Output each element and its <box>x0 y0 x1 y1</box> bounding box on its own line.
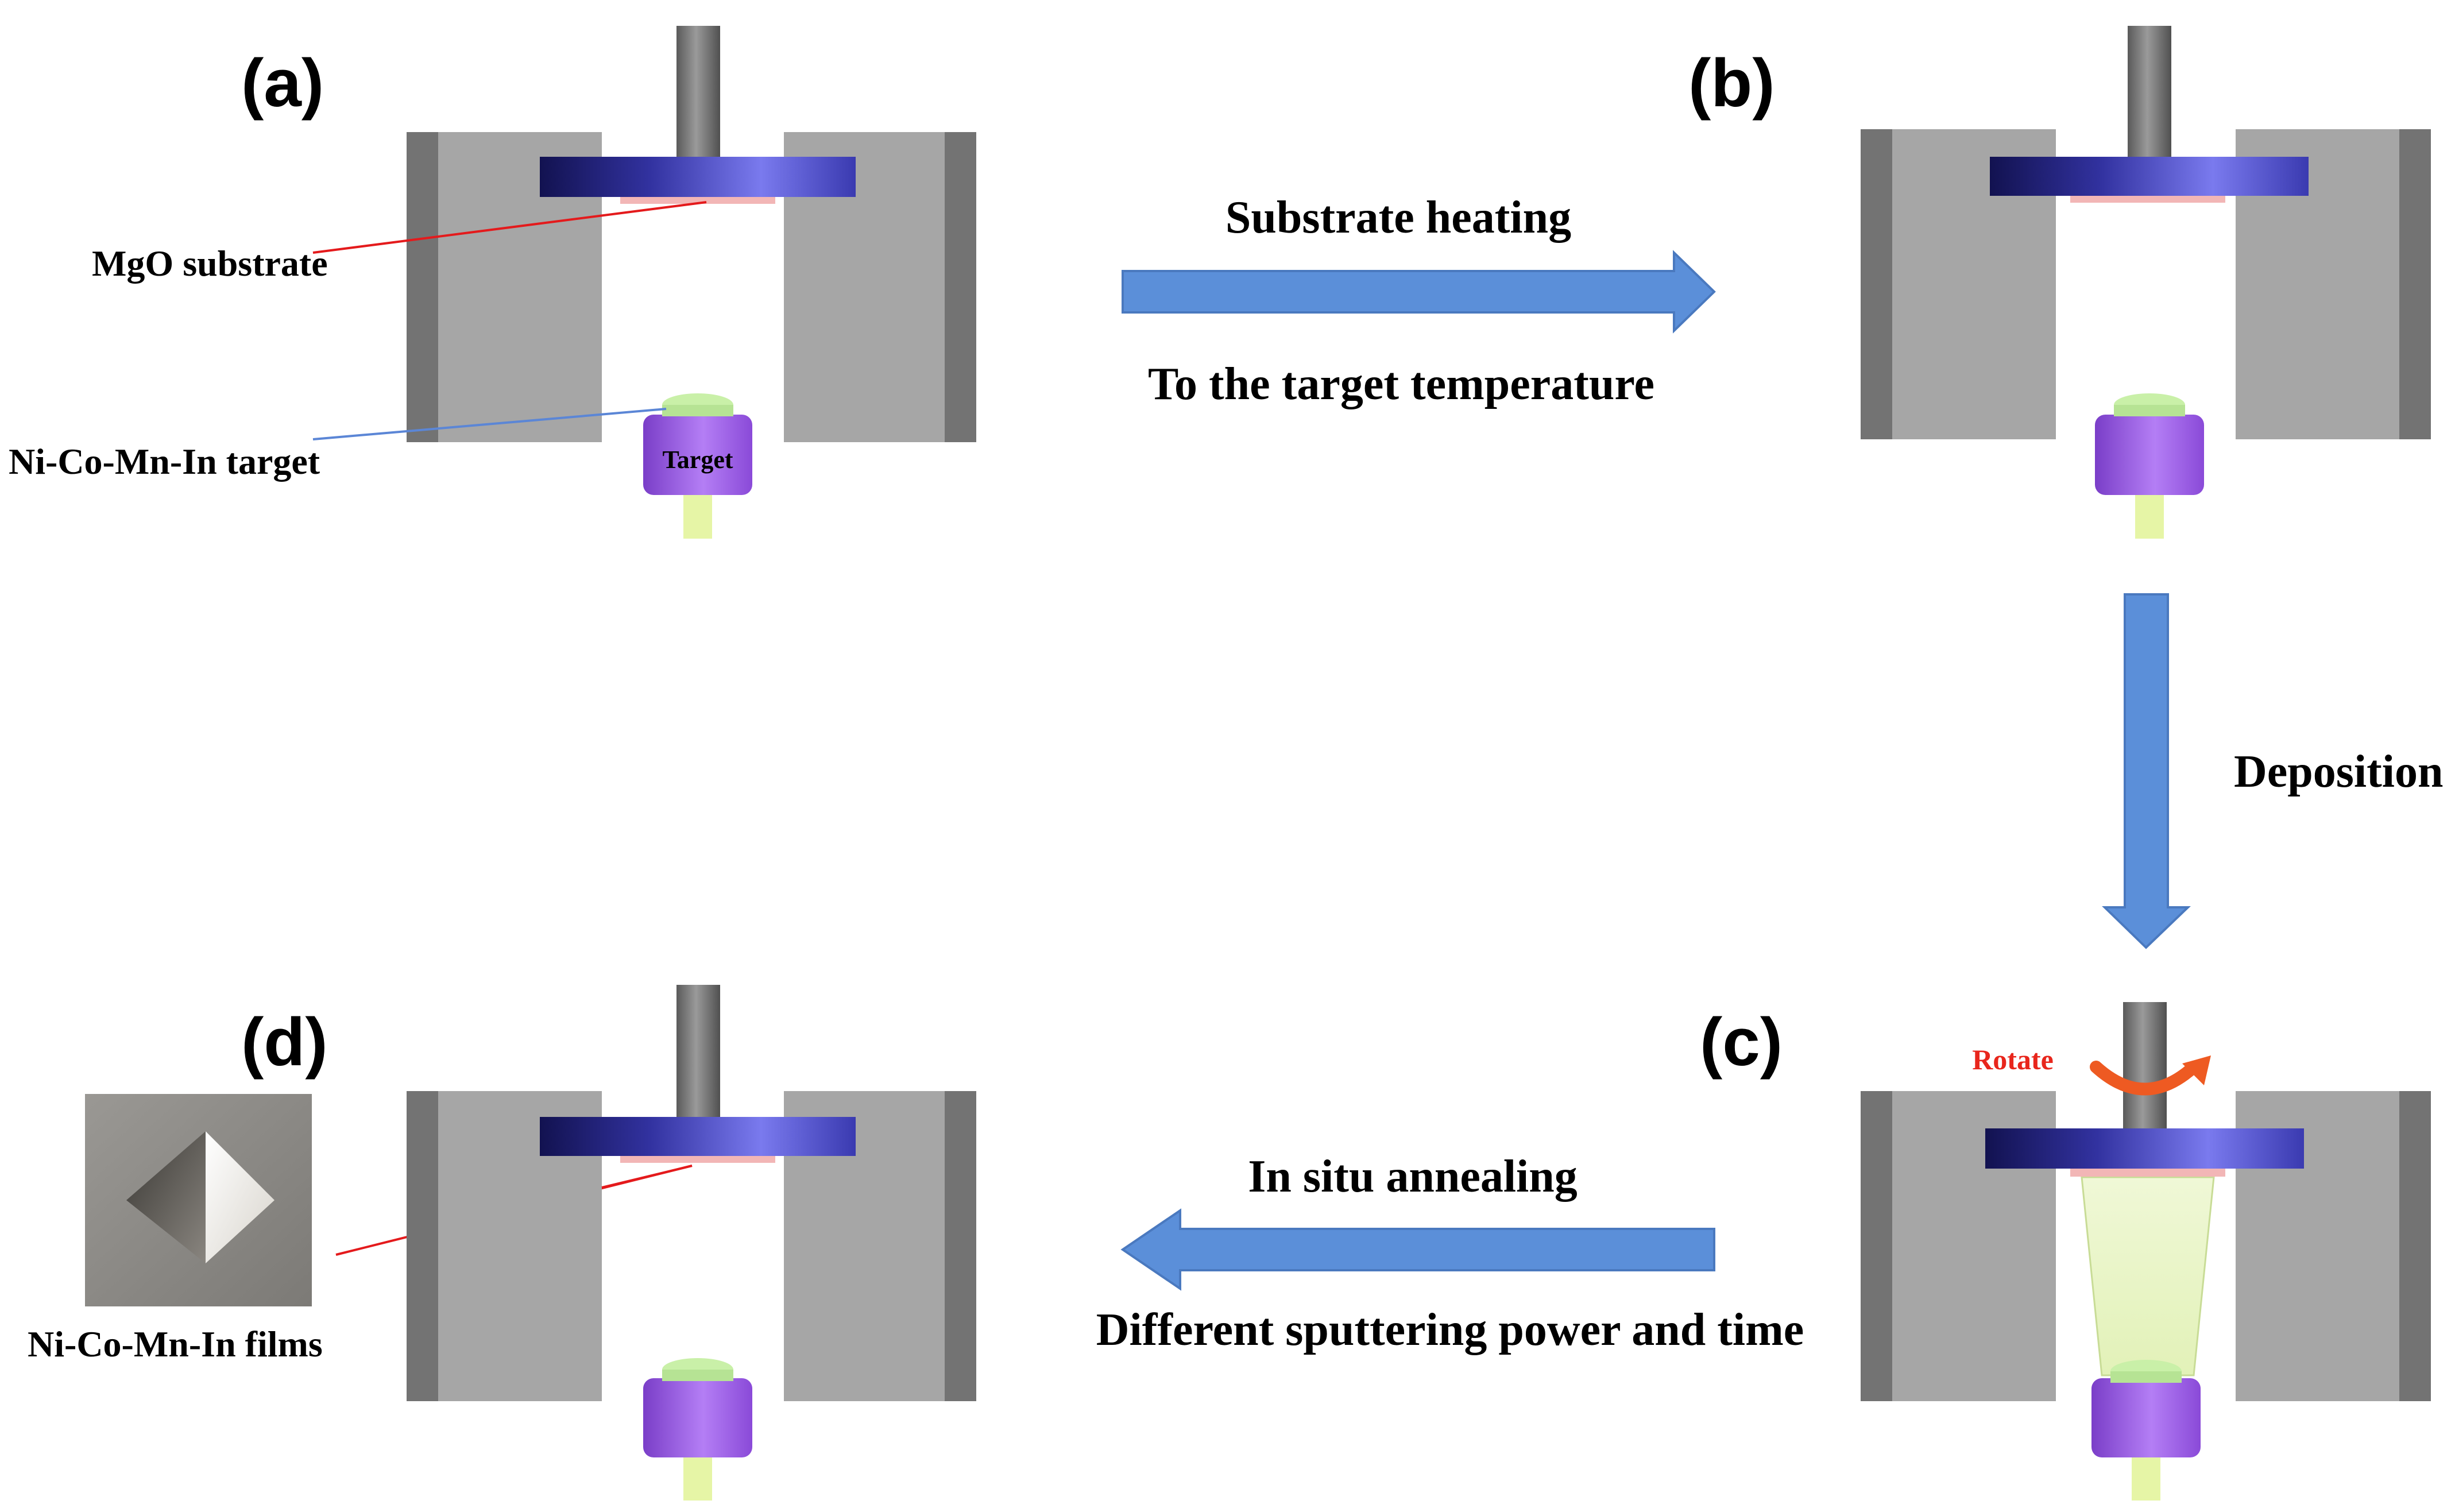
substrate-holder <box>1985 1128 2304 1169</box>
panel-b: (b) <box>1688 26 2431 539</box>
panel-a-label: (a) <box>241 45 324 121</box>
chamber-right-wall <box>2399 129 2431 439</box>
substrate-holder <box>1990 157 2309 196</box>
substrate-leader-line <box>312 201 707 254</box>
films-callout: Ni-Co-Mn-In films <box>28 1324 323 1364</box>
substrate-holder <box>540 1117 856 1156</box>
shaft <box>676 26 720 158</box>
target-body <box>643 415 752 495</box>
panel-c-label: (c) <box>1700 1004 1783 1080</box>
target-body <box>643 1378 752 1457</box>
substrate-holder <box>540 157 856 197</box>
right-arrow <box>1122 250 1716 334</box>
substrate <box>620 197 775 204</box>
chamber-left-wall <box>1861 1091 1892 1401</box>
film-leader-line-inner <box>601 1165 693 1189</box>
substrate-callout: MgO substrate <box>92 243 328 284</box>
chamber-right-wall <box>945 132 976 442</box>
rotate-arrowhead <box>2182 1055 2211 1085</box>
target-stem <box>683 1456 712 1501</box>
step-heating: Substrate heating To the target temperat… <box>1122 192 1716 409</box>
target-disc-side <box>662 405 733 416</box>
chamber-left-wall <box>1861 129 1892 439</box>
target-temperature-label: To the target temperature <box>1148 359 1654 409</box>
target-leader-line <box>312 408 667 440</box>
down-arrow <box>2102 593 2191 949</box>
film-sample-dark <box>126 1131 206 1263</box>
rotate-label: Rotate <box>1972 1043 2054 1076</box>
target-stem <box>2132 1456 2160 1501</box>
target-stem <box>683 494 712 539</box>
shaft <box>2123 1002 2167 1131</box>
panel-c: (c) Rotate <box>1700 1002 2431 1501</box>
chamber-right-wall <box>2399 1091 2431 1401</box>
shaft <box>676 985 720 1117</box>
panel-b-label: (b) <box>1688 45 1775 121</box>
target-disc-side <box>2114 405 2185 416</box>
chamber-left-wall <box>407 1091 438 1401</box>
substrate <box>620 1156 775 1163</box>
rotate-arrow-icon <box>2090 1061 2200 1096</box>
target-body <box>2095 415 2204 495</box>
panel-a: (a) Target MgO substrate Ni-Co-Mn-In tar… <box>9 26 976 539</box>
panel-d: (d) Ni-Co-Mn-In films <box>28 985 976 1501</box>
shaft <box>2128 26 2171 158</box>
left-arrow <box>1120 1208 1715 1291</box>
target-label: Target <box>662 446 733 474</box>
step-deposition: Deposition <box>2102 593 2444 949</box>
chamber-right-wall <box>945 1091 976 1401</box>
substrate <box>2070 196 2225 203</box>
annealing-label: In situ annealing <box>1248 1151 1578 1202</box>
sputter-plume <box>2081 1176 2215 1376</box>
target-body <box>2091 1378 2201 1457</box>
film-sample-light <box>206 1131 275 1263</box>
target-disc-side <box>2110 1371 2182 1383</box>
substrate <box>2070 1169 2225 1177</box>
step-annealing: In situ annealing Different sputtering p… <box>1096 1151 1804 1355</box>
heating-label: Substrate heating <box>1225 192 1571 243</box>
deposition-label: Deposition <box>2234 747 2444 797</box>
target-stem <box>2135 494 2164 539</box>
chamber-left-wall <box>407 132 438 442</box>
panel-d-label: (d) <box>241 1004 328 1080</box>
target-material-callout: Ni-Co-Mn-In target <box>9 441 320 482</box>
target-disc-side <box>662 1370 733 1381</box>
sputtering-params-label: Different sputtering power and time <box>1096 1305 1804 1355</box>
